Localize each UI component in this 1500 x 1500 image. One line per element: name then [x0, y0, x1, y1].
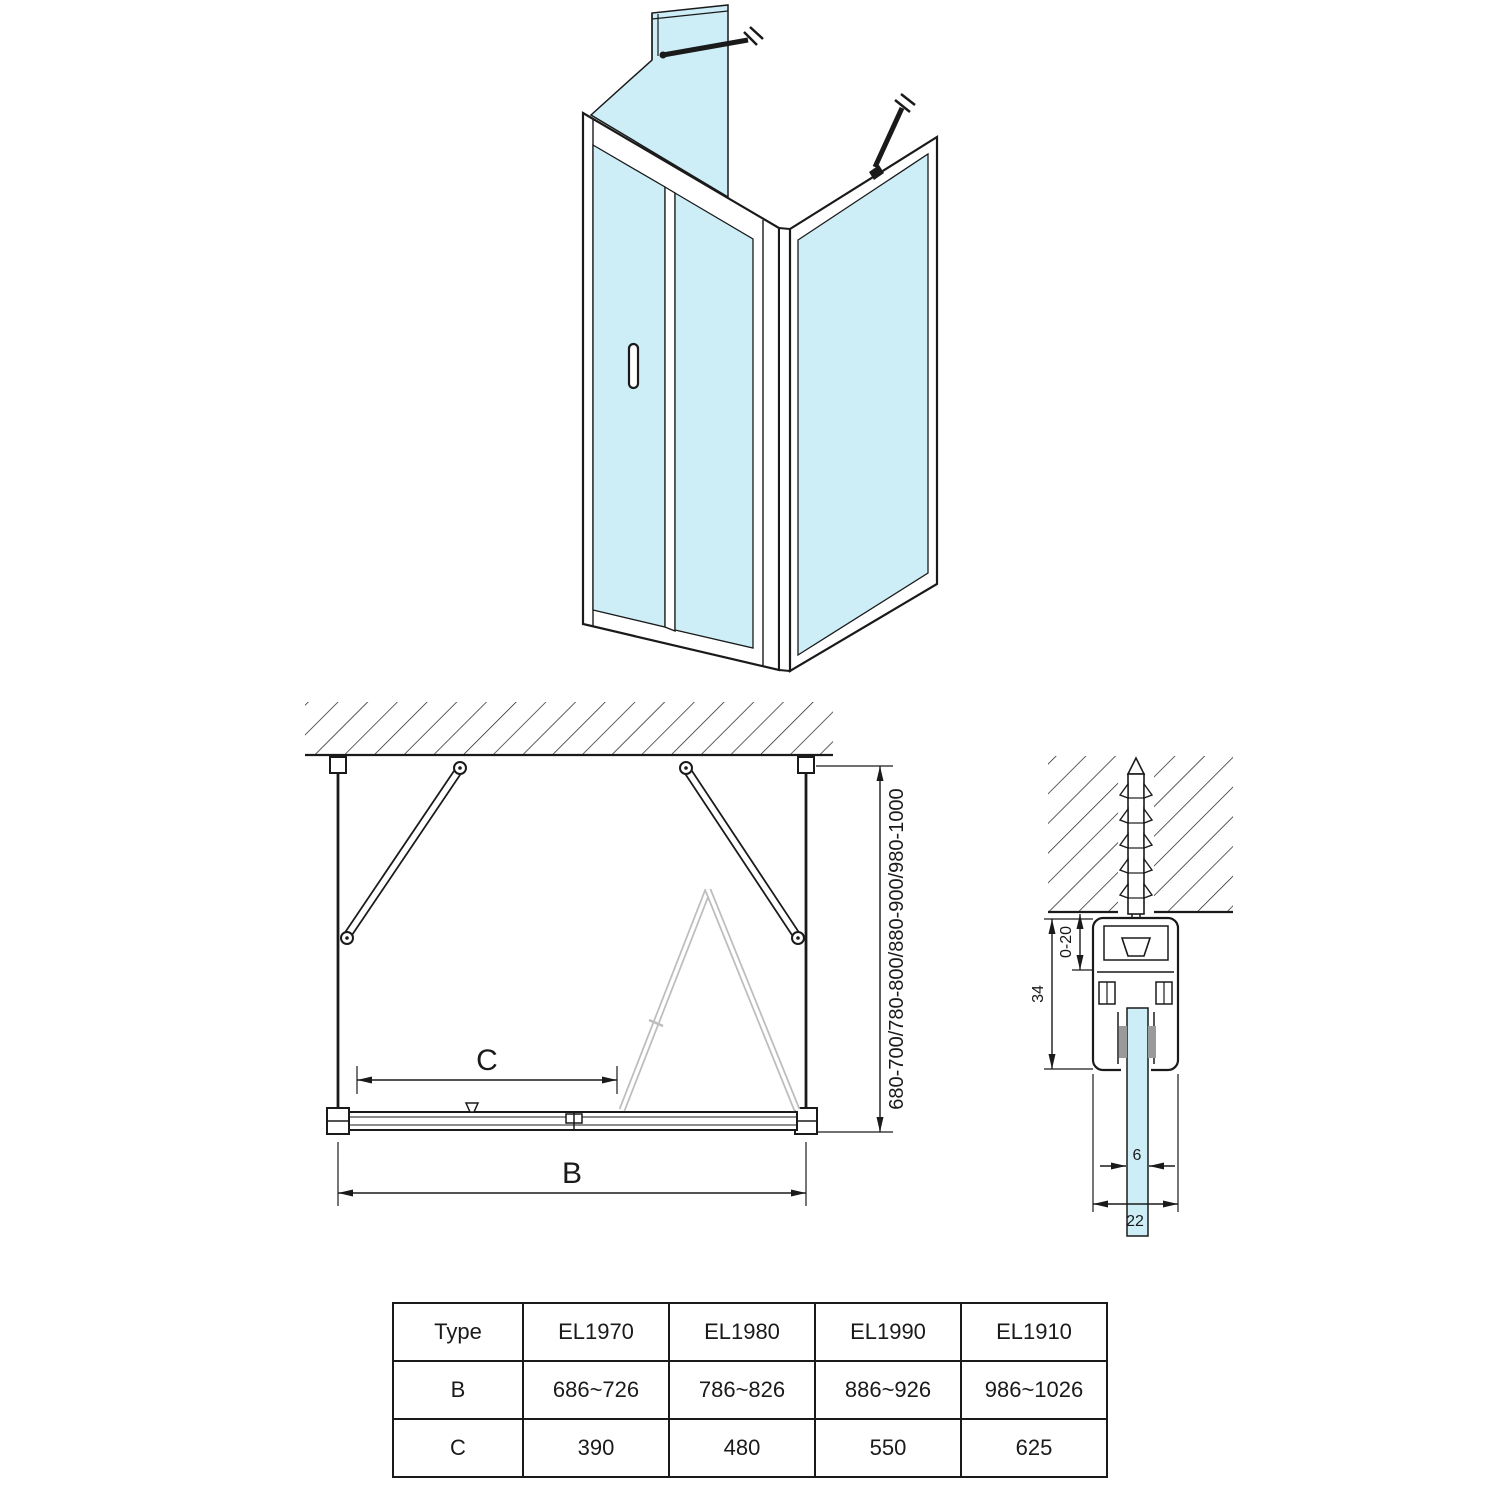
dimension-height-range: 680-700/780-800/880-900/980-1000	[816, 765, 908, 1133]
col-header-model: EL1980	[668, 1302, 816, 1362]
col-header-type: Type	[392, 1302, 524, 1362]
corner-post	[778, 226, 791, 673]
table-cell: 390	[522, 1418, 670, 1478]
spec-table-row-b: B 686~726 786~826 886~926 986~1026	[392, 1360, 1108, 1420]
door-handle	[627, 342, 640, 390]
back-panel-glass	[589, 4, 729, 199]
side-panel-right	[788, 135, 939, 673]
glass-panel-section	[1126, 1007, 1149, 1237]
wall-section-detail: 0-20 34 6 22	[1030, 754, 1233, 1237]
isometric-view	[581, 4, 939, 673]
plan-side-panels	[326, 756, 818, 1135]
support-bar-left	[659, 26, 764, 59]
dimension-label-profile-width: 22	[1126, 1213, 1144, 1230]
ghost-open-door	[618, 888, 801, 1112]
dimension-label-profile-height: 34	[1030, 985, 1047, 1003]
col-header-model: EL1910	[960, 1302, 1108, 1362]
dimension-label-c: C	[476, 1044, 498, 1077]
spec-table-row-c: C 390 480 550 625	[392, 1418, 1108, 1478]
table-cell: 686~726	[522, 1360, 670, 1420]
spec-table: Type EL1970 EL1980 EL1990 EL1910 B 686~7…	[392, 1302, 1108, 1478]
side-panel-glass	[797, 152, 929, 657]
support-bar-right	[869, 93, 916, 180]
glass-clamp-pad	[1119, 1026, 1127, 1058]
bifold-hinge-mullion	[664, 185, 676, 632]
dimension-profile-width: 22	[1092, 1074, 1179, 1230]
table-cell: 886~926	[814, 1360, 962, 1420]
dimension-label-height-range: 680-700/780-800/880-900/980-1000	[886, 788, 908, 1109]
plan-view: C B 680-700/780-800/880-900/980-1000	[305, 702, 908, 1206]
bifold-door-glass-right	[674, 191, 754, 649]
table-cell: 550	[814, 1418, 962, 1478]
dimension-glass-thickness: 6	[1100, 1147, 1175, 1170]
wall-hatch	[305, 702, 833, 757]
dimension-profile-height: 34	[1030, 918, 1093, 1070]
dimension-adjust: 0-20	[1058, 914, 1094, 971]
col-header-model: EL1990	[814, 1302, 962, 1362]
dimension-label-adjust: 0-20	[1058, 926, 1075, 958]
bifold-door	[581, 111, 781, 672]
table-cell: 786~826	[668, 1360, 816, 1420]
dimension-b: B	[337, 1142, 807, 1206]
wall-anchor	[1118, 756, 1154, 940]
table-cell: 625	[960, 1418, 1108, 1478]
dimension-label-b: B	[562, 1157, 582, 1190]
spec-table-header-row: Type EL1970 EL1980 EL1990 EL1910	[392, 1302, 1108, 1362]
table-cell: 986~1026	[960, 1360, 1108, 1420]
wall-profile	[1091, 916, 1180, 1074]
dimension-label-glass-thickness: 6	[1133, 1147, 1142, 1164]
row-label: C	[392, 1418, 524, 1478]
plan-strut-right	[679, 761, 805, 945]
back-panel	[589, 4, 729, 199]
plan-strut-left	[340, 761, 467, 945]
fixing-screw-head	[1120, 937, 1152, 957]
plan-door-track	[348, 1102, 798, 1131]
dimension-c: C	[356, 1044, 618, 1094]
glass-clamp-pad	[1148, 1026, 1156, 1058]
table-cell: 480	[668, 1418, 816, 1478]
row-label: B	[392, 1360, 524, 1420]
col-header-model: EL1970	[522, 1302, 670, 1362]
